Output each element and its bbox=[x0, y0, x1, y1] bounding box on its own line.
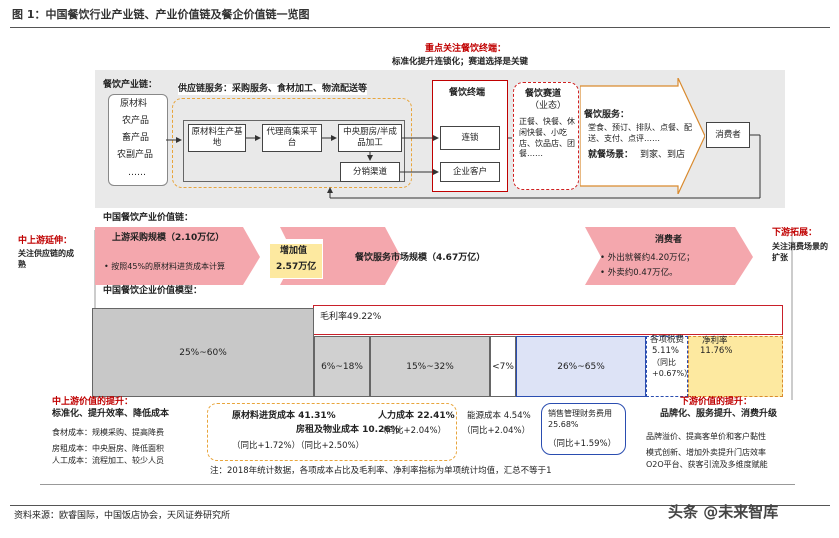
source-note: 资料来源：欧睿国际，中国饭店协会，天风证券研究所 bbox=[14, 511, 231, 521]
upstream-list-box bbox=[108, 94, 168, 186]
chain-store-box: 连锁 bbox=[440, 126, 500, 150]
tax-value: 5.11% bbox=[652, 346, 680, 356]
sales-cost: 销售管理财务费用 25.68% bbox=[548, 409, 612, 429]
track-subtitle: （业态） bbox=[530, 101, 567, 111]
net-margin-label: 净利率 bbox=[702, 336, 728, 346]
agent-platform-box: 代理商集采平台 bbox=[262, 124, 322, 152]
footnote: 注：2018年统计数据，各项成本占比及毛利率、净利率指标为单项统计均值，汇总不等… bbox=[210, 466, 552, 476]
market-scale: 餐饮服务市场规模（4.67万亿） bbox=[355, 253, 486, 263]
mid-value-item: 食材成本：规模采购、提高降费 bbox=[52, 428, 164, 437]
bottom-frame-line bbox=[40, 484, 795, 485]
watermark: 头条 @未来智库 bbox=[668, 503, 779, 521]
energy-cost: 能源成本 4.54% bbox=[467, 411, 531, 421]
supply-flow-frame bbox=[183, 120, 405, 182]
energy-cost-change: （同比+2.04%） bbox=[462, 426, 531, 436]
upstream-title: 餐饮产业链： bbox=[103, 80, 158, 90]
service-items: 堂食、预订、排队、点餐、配送、支付、点评…… bbox=[588, 123, 692, 143]
figure-title: 图 1：中国餐饮行业产业链、产业价值链及餐企价值链一览图 bbox=[12, 8, 310, 21]
added-value-label: 增加值 bbox=[280, 246, 308, 256]
service-arrow bbox=[580, 78, 705, 194]
segment-raw-material: 25%~60% bbox=[92, 308, 314, 397]
down-value-title: 下游价值的提升： bbox=[680, 397, 753, 407]
upstream-item: 农副产品 bbox=[117, 150, 154, 160]
left-extension-title: 中上游延伸： bbox=[18, 236, 73, 246]
labor-cost-change: （同比+2.04%） bbox=[378, 426, 447, 436]
down-value-item: 模式创新、增加外卖提升门店效率 bbox=[646, 448, 766, 457]
consumer-title: 消费者 bbox=[655, 235, 683, 245]
track-items: 正餐、快餐、休闲快餐、小吃店、饮品店、团餐…… bbox=[519, 117, 575, 159]
focus-heading: 重点关注餐饮终端： bbox=[425, 44, 507, 54]
scene-label: 就餐场景： bbox=[588, 150, 634, 160]
mid-value-title: 中上游价值的提升： bbox=[52, 397, 134, 407]
labor-cost: 人力成本 22.41% bbox=[378, 411, 455, 421]
raw-cost-change: （同比+1.72%） bbox=[232, 441, 301, 451]
supply-chain-region bbox=[172, 98, 412, 188]
segment-net-profit bbox=[688, 336, 783, 397]
segment-labor: 15%~32% bbox=[370, 336, 490, 397]
source-rule bbox=[10, 505, 830, 506]
right-extension-body: 关注消费场景的扩张 bbox=[772, 242, 828, 262]
top-rule bbox=[10, 27, 830, 28]
segment-rent: 6%~18% bbox=[314, 336, 370, 397]
added-value-box bbox=[270, 244, 322, 278]
mid-value-item: 人工成本：流程加工、较少人员 bbox=[52, 456, 164, 465]
value-chain-arrows bbox=[95, 227, 753, 285]
segment-energy: <7% bbox=[490, 336, 516, 397]
upstream-item: …… bbox=[128, 168, 146, 178]
down-value-subtitle: 品牌化、服务提升、消费升级 bbox=[660, 409, 778, 419]
scene-items: 到家、到店 bbox=[640, 150, 686, 160]
gross-margin-label: 毛利率49.22% bbox=[320, 312, 382, 322]
tax-change: （同比+0.67%） bbox=[652, 358, 693, 378]
net-margin-value: 11.76% bbox=[700, 346, 733, 356]
upstream-scale: 上游采购规模（2.10万亿） bbox=[112, 233, 225, 243]
corporate-client-box: 企业客户 bbox=[440, 162, 500, 182]
track-region bbox=[513, 82, 579, 190]
distribution-box: 分销渠道 bbox=[340, 162, 400, 182]
supply-chain-label: 供应链服务：采购服务、食材加工、物流配送等 bbox=[178, 84, 368, 95]
mid-value-subtitle: 标准化、提升效率、降低成本 bbox=[52, 409, 170, 419]
central-kitchen-box: 中央厨房/半成品加工 bbox=[338, 124, 402, 152]
upstream-item: 原材料 bbox=[120, 99, 148, 109]
sales-cost-frame bbox=[541, 403, 626, 455]
added-value-amount: 2.57万亿 bbox=[276, 262, 317, 272]
terminal-label: 餐饮终端 bbox=[449, 88, 486, 98]
consumer-note-2: • 外卖约0.47万亿。 bbox=[600, 268, 678, 278]
raw-cost: 原材料进货成本 41.31% bbox=[232, 411, 336, 421]
upstream-item: 农产品 bbox=[122, 116, 150, 126]
consumer-note-1: • 外出就餐约4.20万亿； bbox=[600, 253, 695, 263]
upstream-item: 畜产品 bbox=[122, 133, 150, 143]
consumer-box: 消费者 bbox=[706, 122, 750, 148]
left-extension-body: 关注供应链的成熟 bbox=[18, 249, 74, 269]
service-label: 餐饮服务： bbox=[584, 110, 630, 120]
value-chain-title: 中国餐饮产业价值链： bbox=[103, 213, 194, 223]
segment-tax bbox=[646, 336, 688, 397]
down-value-item: 品牌溢价、提高客单价和客户黏性 bbox=[646, 432, 766, 441]
rent-cost: 房租及物业成本 10.26% bbox=[296, 425, 400, 435]
enterprise-title: 中国餐饮企业价值模型： bbox=[103, 286, 203, 296]
rent-cost-change: （同比+2.50%） bbox=[296, 441, 365, 451]
raw-base-box: 原材料生产基地 bbox=[188, 124, 246, 152]
right-extension-title: 下游拓展： bbox=[772, 228, 818, 238]
sales-cost-change: （同比+1.59%） bbox=[548, 439, 617, 449]
tax-label: 各项税费 bbox=[650, 335, 685, 345]
gross-margin-box bbox=[313, 305, 783, 335]
focus-subtitle: 标准化提升连锁化；赛道选择是关键 bbox=[392, 57, 529, 67]
cost-group-frame bbox=[207, 403, 457, 461]
track-title: 餐饮赛道 bbox=[525, 89, 562, 99]
upstream-note: • 按照45%的原材料进货成本计算 bbox=[104, 262, 226, 271]
mid-value-item: 房租成本：中央厨房、降低面积 bbox=[52, 444, 164, 453]
down-value-item: O2O平台、获客引流及多维度赋能 bbox=[646, 460, 768, 469]
segment-sales: 26%~65% bbox=[516, 336, 646, 397]
